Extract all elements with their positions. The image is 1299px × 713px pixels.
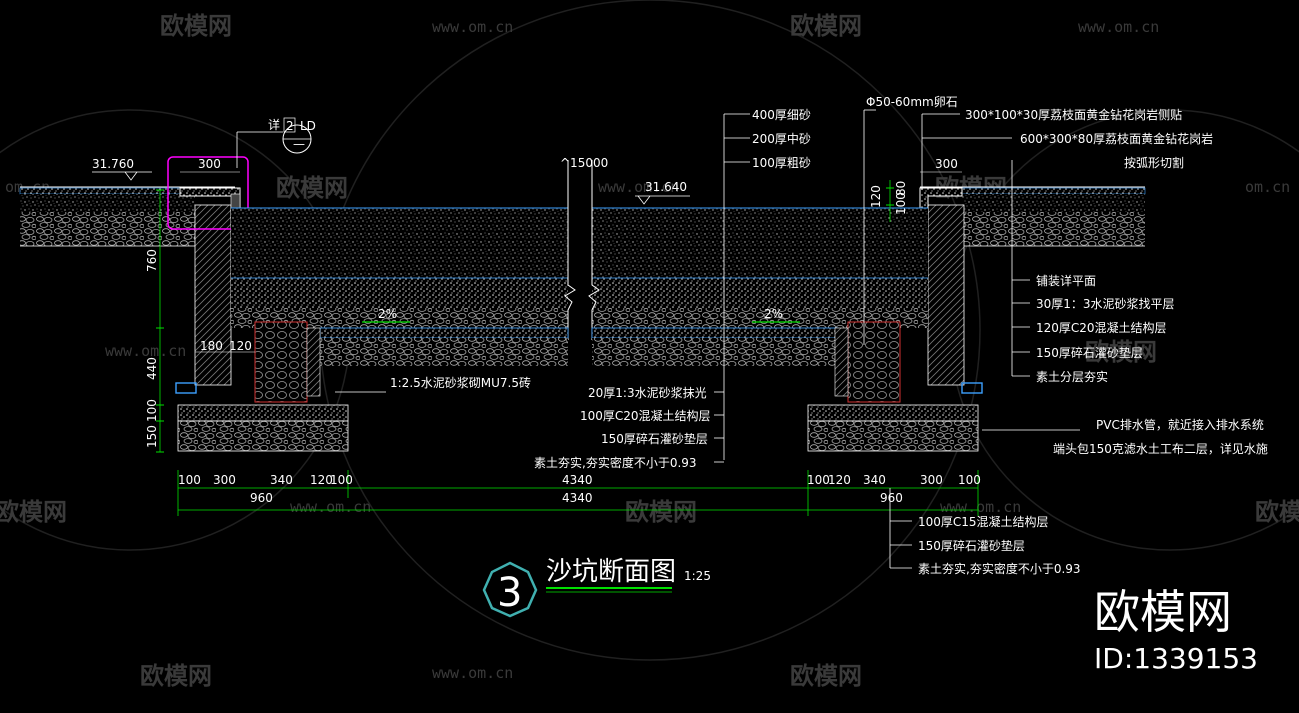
bottom-center-1: 100厚C20混凝土结构层: [580, 408, 711, 423]
span-label: ^15000: [560, 156, 608, 170]
footing-2: 素土夯实,夯实密度不小于0.93: [918, 561, 1081, 576]
detail-ref-sheet: LD: [300, 119, 316, 133]
drain-label-1: 端头包150克滤水土工布二层，详见水施: [1053, 441, 1268, 456]
watermark-brand: 欧模网: [790, 662, 862, 690]
detail-ref-prefix: 详: [268, 117, 280, 132]
right-paving: [920, 186, 1146, 247]
sand-fill: [231, 160, 928, 340]
dim-b-right-3: 300: [920, 473, 943, 487]
drawing-scale: 1:25: [684, 569, 711, 583]
watermark-brand: 欧模网: [625, 498, 697, 526]
watermark-url: www.om.cn: [432, 18, 513, 36]
drain-label-0: PVC排水管，就近接入排水系统: [1096, 417, 1264, 432]
dim-left-180: 180: [200, 339, 223, 353]
dim-b-right-1: 120: [828, 473, 851, 487]
dim-top-right: 300: [935, 157, 958, 171]
watermark-brand: 欧模网: [790, 12, 862, 40]
dim-b-left-1: 300: [213, 473, 236, 487]
left-paving: [19, 186, 235, 247]
drawing-title: 沙坑断面图: [546, 557, 676, 587]
watermark-id-block: 欧模网 ID:1339153: [1094, 585, 1258, 675]
watermark-url: www.om.cn: [105, 342, 186, 360]
dim-total-left: 960: [250, 491, 273, 505]
elevation-markers: 31.760 31.640 ^15000 300 300: [92, 156, 962, 205]
watermark-url: www.om.cn: [1078, 18, 1159, 36]
wall-label: 1:2.5水泥砂浆砌MU7.5砖: [390, 375, 531, 390]
curb-right-2: 按弧形切割: [1124, 155, 1184, 170]
watermark-brand: 欧模网: [160, 12, 232, 40]
right-wall: [919, 187, 965, 386]
watermark-url: www.om.cn: [290, 498, 371, 516]
slope-label: 2%: [378, 307, 397, 321]
slope-markers: 2% 2%: [362, 307, 800, 323]
watermark-brand-large: 欧模网: [1094, 585, 1232, 639]
section-number-badge: [482, 561, 538, 618]
dim-b-left-3: 120: [310, 473, 333, 487]
watermark-brand: 欧模网: [140, 662, 212, 690]
bottom-center-3: 素土夯实,夯实密度不小于0.93: [534, 455, 697, 470]
pebble-label: Φ50-60mm卵石: [866, 95, 958, 109]
detail-reference: 详 2 LD —: [236, 117, 316, 168]
bottom-dimensions: 100 300 340 120 100 100 120 340 300 100 …: [177, 470, 981, 516]
dim-total-mid: 4340: [562, 491, 593, 505]
elevation-center: 31.640: [645, 180, 687, 194]
dim-left-440: 440: [145, 357, 159, 380]
dim-right-80: 80: [894, 181, 908, 196]
dim-left-100: 100: [145, 399, 159, 422]
footing-1: 150厚碎石灌砂垫层: [918, 538, 1025, 553]
elevation-left: 31.760: [92, 157, 134, 171]
watermark-url-short: om.cn: [1245, 178, 1290, 196]
paving-right-0: 铺装详平面: [1036, 273, 1096, 288]
slope-label: 2%: [764, 307, 783, 321]
dim-left-760: 760: [145, 249, 159, 272]
paving-right-1: 30厚1：3水泥砂浆找平层: [1036, 296, 1175, 311]
dim-right-100: 100: [894, 192, 908, 215]
watermark-brand: 欧模网: [1085, 338, 1157, 366]
dim-top-left: 300: [198, 157, 221, 171]
top-stack-0: 400厚细砂: [752, 108, 811, 122]
watermark-id: ID:1339153: [1094, 642, 1258, 675]
detail-ref-num: 2: [286, 119, 294, 133]
top-stack-2: 100厚粗砂: [752, 156, 811, 170]
dim-total-right: 960: [880, 491, 903, 505]
dim-right-120: 120: [869, 185, 883, 208]
detail-highlight-box: [167, 156, 249, 230]
right-vertical-dimensions: 120 100 80: [869, 180, 908, 222]
bottom-center-0: 20厚1:3水泥砂浆抹光: [588, 385, 707, 400]
curb-right-1: 600*300*80厚荔枝面黄金钻花岗岩: [1020, 131, 1213, 146]
section-number: 3: [497, 570, 522, 616]
footing-0: 100厚C15混凝土结构层: [918, 514, 1049, 529]
paving-right-2: 120厚C20混凝土结构层: [1036, 320, 1167, 335]
dim-left-120: 120: [229, 339, 252, 353]
right-drain-pipe: [961, 382, 983, 394]
dim-b-right-4: 100: [958, 473, 981, 487]
dim-b-left-2: 340: [270, 473, 293, 487]
dim-b-right-2: 340: [863, 473, 886, 487]
left-vertical-dimensions: 760 440 150 100 180 120: [145, 189, 255, 453]
top-stack-1: 200厚中砂: [752, 131, 811, 146]
svg-text:—: —: [293, 137, 305, 151]
dim-b-right-0: 100: [807, 473, 830, 487]
dim-left-150: 150: [145, 425, 159, 448]
dim-b-left-4: 100: [330, 473, 353, 487]
paving-right-3: 150厚碎石灌砂垫层: [1036, 345, 1143, 360]
bottom-center-2: 150厚碎石灌砂垫层: [601, 431, 708, 446]
left-wall: [167, 156, 249, 386]
bottom-structure: [175, 321, 983, 452]
dim-total-center: 4340: [562, 473, 593, 487]
watermark-brand: 欧模网: [1255, 498, 1299, 526]
annotations: 400厚细砂 200厚中砂 100厚粗砂 Φ50-60mm卵石 300*100*…: [390, 95, 1268, 576]
left-drain-pipe: [175, 382, 197, 394]
leader-lines: [335, 109, 1080, 569]
watermark-url: www.om.cn: [940, 498, 1021, 516]
title-block: 3 沙坑断面图 1:25: [482, 557, 711, 618]
paving-right-4: 素土分层夯实: [1036, 369, 1108, 384]
curb-right-0: 300*100*30厚荔枝面黄金钻花岗岩侧贴: [965, 107, 1182, 122]
watermark-url: www.om.cn: [598, 178, 679, 196]
watermark-url: www.om.cn: [432, 664, 513, 682]
watermark-brand: 欧模网: [0, 498, 67, 526]
watermark-brand: 欧模网: [276, 174, 348, 202]
dim-b-left-0: 100: [178, 473, 201, 487]
